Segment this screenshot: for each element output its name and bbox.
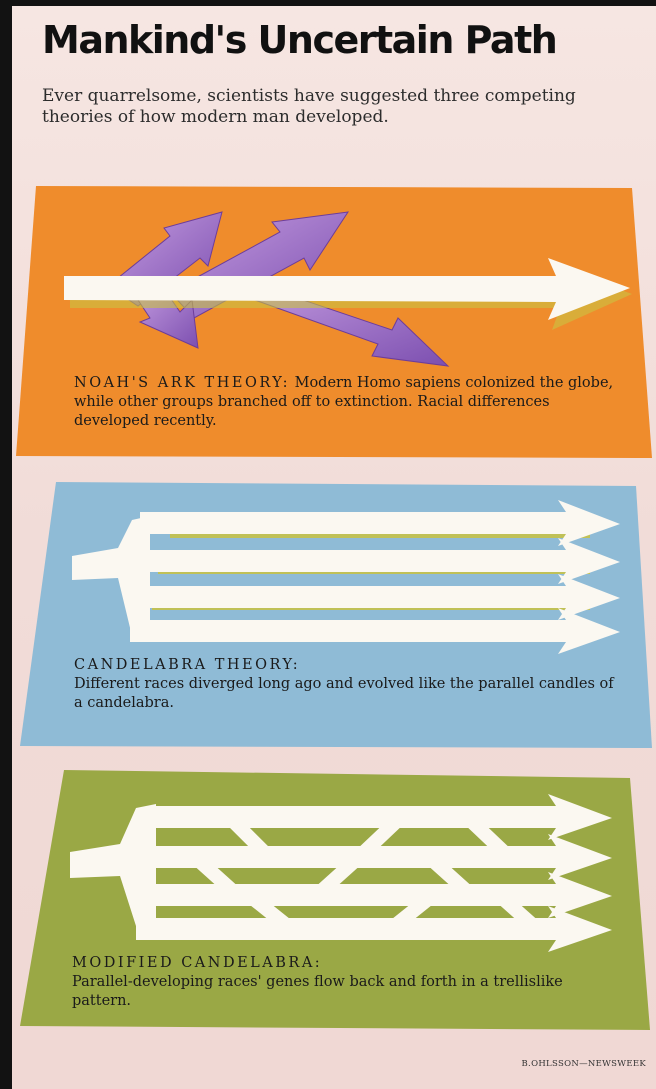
modified-candelabra-caption: MODIFIED CANDELABRA: Parallel-developing … [72,954,612,1011]
candelabra-description: Different races diverged long ago and ev… [74,676,614,711]
noahs-ark-caption: NOAH'S ARK THEORY: Modern Homo sapiens c… [74,374,614,431]
illustration-credit: B.OHLSSON—NEWSWEEK [522,1059,646,1069]
modified-candelabra-description: Parallel-developing races' genes flow ba… [72,974,563,1009]
candelabra-caption: CANDELABRA THEORY: Different races diverg… [74,656,614,713]
noahs-ark-heading: NOAH'S ARK THEORY: [74,375,290,391]
candelabra-heading: CANDELABRA THEORY: [74,657,300,673]
modified-candelabra-heading: MODIFIED CANDELABRA: [72,955,322,971]
